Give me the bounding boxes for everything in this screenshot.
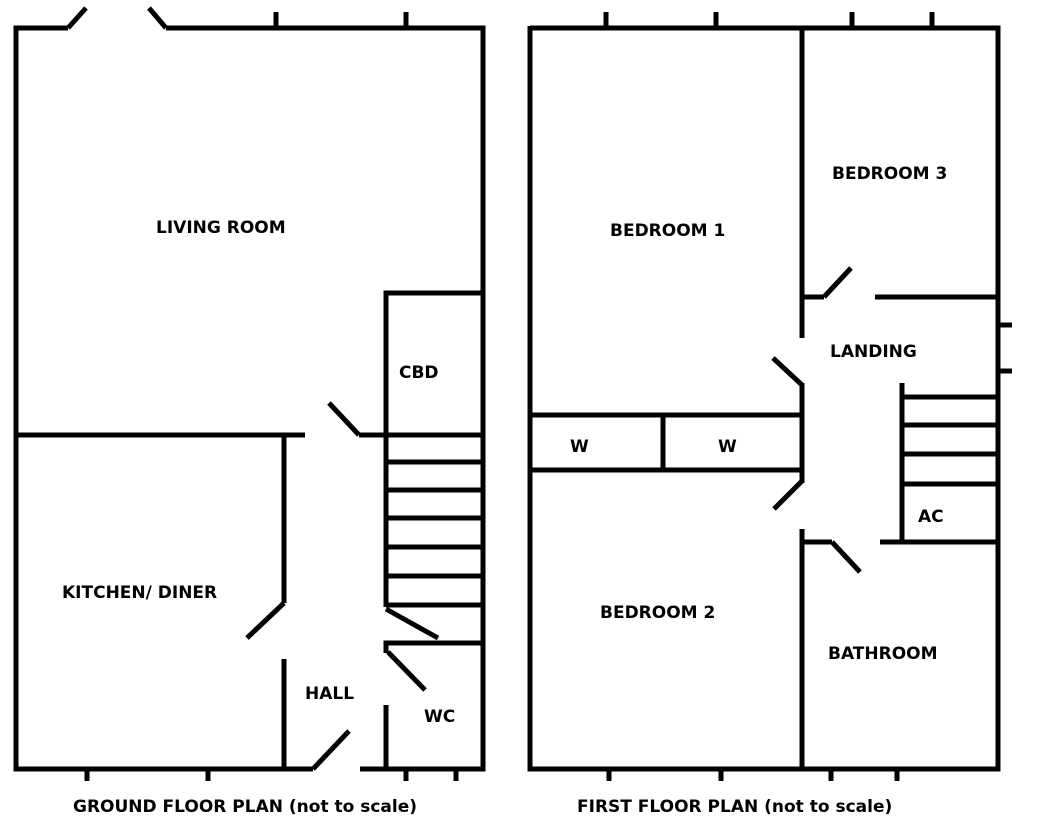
living-room-door [327,401,361,437]
wc-door [386,650,427,692]
room-label-bedroom-2: BEDROOM 2 [600,603,715,623]
room-label-bedroom-1: BEDROOM 1 [610,221,725,241]
wall-top-left [13,25,313,772]
ground-stairs [384,432,483,641]
bedroom1-door [771,356,804,387]
stair-cupboard-door [384,606,440,641]
room-label-wc: WC [424,707,455,727]
ground-floor-caption: GROUND FLOOR PLAN (not to scale) [73,797,417,817]
first-outer-walls [527,25,1001,772]
room-label-living-room: LIVING ROOM [156,218,286,238]
bedroom2-door [772,479,804,511]
room-label-kitchen-diner: KITCHEN/ DINER [62,583,217,603]
bathroom-door [830,540,862,574]
bedroom3-door [822,266,853,299]
room-label-bathroom: BATHROOM [828,644,938,664]
wall-top-right [166,25,486,772]
kitchen-door [245,601,286,640]
ground-floor-plan: LIVING ROOM KITCHEN/ DINER CBD HALL WC G… [13,6,486,817]
first-floor-caption: FIRST FLOOR PLAN (not to scale) [577,797,892,817]
room-label-airing-cupboard: AC [918,507,944,527]
room-label-wardrobe-1: W [570,437,589,457]
room-label-wardrobe-2: W [718,437,737,457]
wall-wc-top [383,640,483,653]
wall-cupboard [383,290,483,607]
room-label-hall: HALL [305,684,354,704]
first-floor-plan: BEDROOM 1 BEDROOM 3 LANDING W W AC BEDRO… [527,12,1012,817]
room-label-landing: LANDING [830,342,917,362]
room-label-cupboard: CBD [399,363,439,383]
ground-outer-walls [13,25,486,772]
first-stairs [899,383,998,542]
room-label-bedroom-3: BEDROOM 3 [832,164,947,184]
front-door-right-leaf [147,6,168,30]
hall-door [311,729,351,771]
front-door-left-leaf [66,6,88,30]
